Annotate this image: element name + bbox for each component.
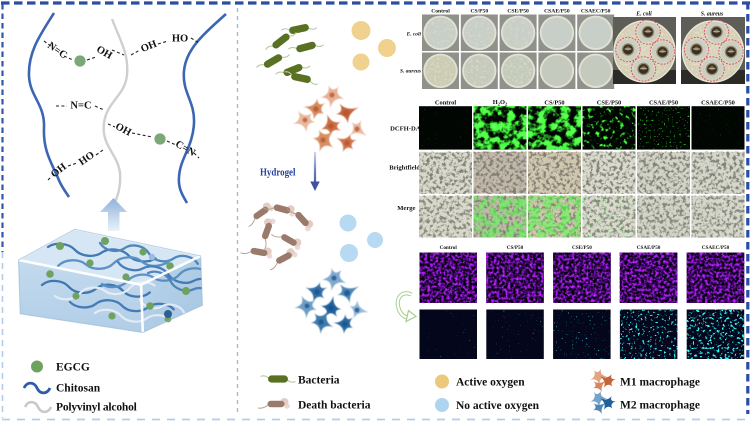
svg-text:EGCG: EGCG — [56, 362, 90, 374]
svg-text:CSAEC/P50: CSAEC/P50 — [701, 100, 735, 107]
svg-text:M2 macrophage: M2 macrophage — [620, 400, 700, 412]
svg-text:Polyvinyl alcohol: Polyvinyl alcohol — [56, 402, 137, 414]
svg-text:CSAE/P50: CSAE/P50 — [544, 9, 570, 15]
svg-text:Death bacteria: Death bacteria — [298, 400, 371, 412]
svg-text:Control: Control — [440, 245, 458, 251]
svg-text:Chitosan: Chitosan — [56, 383, 101, 395]
svg-text:Hydrogel: Hydrogel — [260, 168, 296, 179]
svg-text:S. aureus: S. aureus — [400, 69, 421, 75]
svg-text:H2O2: H2O2 — [493, 99, 508, 107]
svg-text:CS/P50: CS/P50 — [507, 245, 524, 251]
svg-text:E. coli: E. coli — [635, 12, 652, 18]
svg-text:Control: Control — [431, 9, 450, 15]
svg-text:No active oxygen: No active oxygen — [456, 400, 540, 412]
svg-text:CSE/P50: CSE/P50 — [572, 245, 592, 251]
svg-text:CSAEC/P50: CSAEC/P50 — [581, 9, 611, 15]
svg-text:CSE/P50: CSE/P50 — [507, 9, 529, 15]
svg-text:Active oxygen: Active oxygen — [456, 377, 525, 389]
svg-text:Merge: Merge — [397, 205, 415, 212]
svg-text:CS/P50: CS/P50 — [544, 100, 564, 107]
svg-text:DCFH-DA: DCFH-DA — [390, 126, 421, 133]
svg-text:S. aureus: S. aureus — [701, 12, 724, 18]
svg-text:Control: Control — [435, 100, 456, 107]
svg-text:E. coli: E. coli — [406, 32, 422, 38]
svg-text:N=C: N=C — [70, 100, 91, 111]
svg-text:Bacteria: Bacteria — [298, 375, 340, 387]
svg-text:CSE/P50: CSE/P50 — [597, 100, 622, 107]
svg-text:CSAE/P50: CSAE/P50 — [649, 100, 678, 107]
svg-text:CSAE/P50: CSAE/P50 — [637, 245, 661, 251]
svg-text:HO: HO — [172, 33, 188, 44]
svg-text:M1 macrophage: M1 macrophage — [620, 377, 700, 389]
svg-text:Brightfield: Brightfield — [389, 165, 420, 172]
svg-text:CSAEC/P50: CSAEC/P50 — [702, 245, 730, 251]
svg-text:CS/P50: CS/P50 — [470, 9, 488, 15]
